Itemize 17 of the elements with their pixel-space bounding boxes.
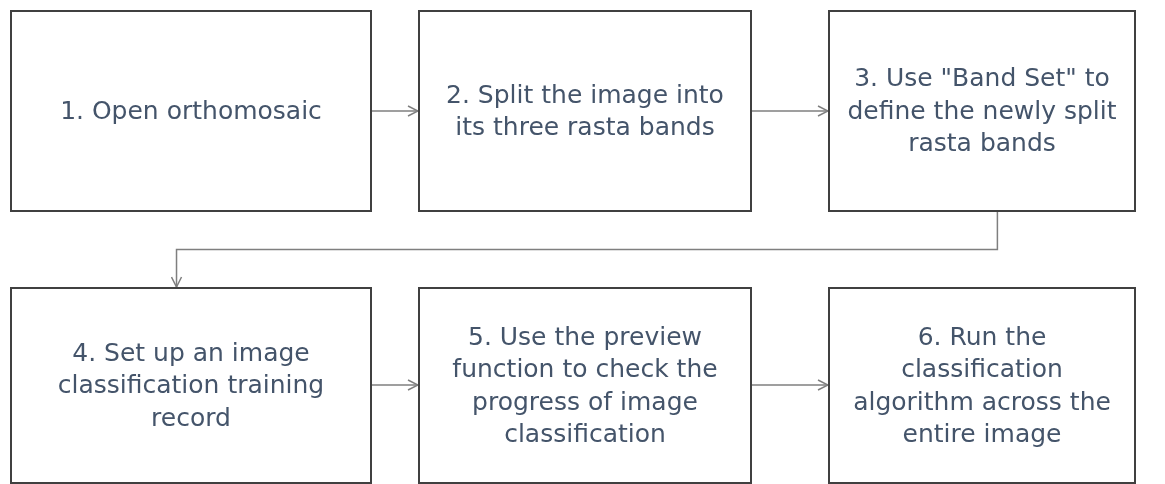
process-box [10, 10, 372, 212]
step-text: 6. Run the classification algorithm across the entire image [852, 320, 1112, 450]
step-text: 2. Split the image into its three rasta bands [445, 78, 725, 143]
arrow [371, 105, 419, 117]
process-box [828, 10, 1136, 212]
process-box [418, 10, 752, 212]
step-text: 4. Set up an image classification training record [56, 336, 326, 434]
step-text: 3. Use "Band Set" to define the newly split rasta bands [846, 62, 1118, 160]
process-box [828, 287, 1136, 484]
arrow [751, 379, 829, 391]
process-box [418, 287, 752, 484]
step-text: 1. Open orthomosaic [60, 94, 322, 127]
arrow [371, 379, 419, 391]
process-box [10, 287, 372, 484]
arrow [170, 211, 999, 288]
arrow [751, 105, 829, 117]
step-text: 5. Use the preview function to check the progress of image classification [451, 320, 719, 450]
